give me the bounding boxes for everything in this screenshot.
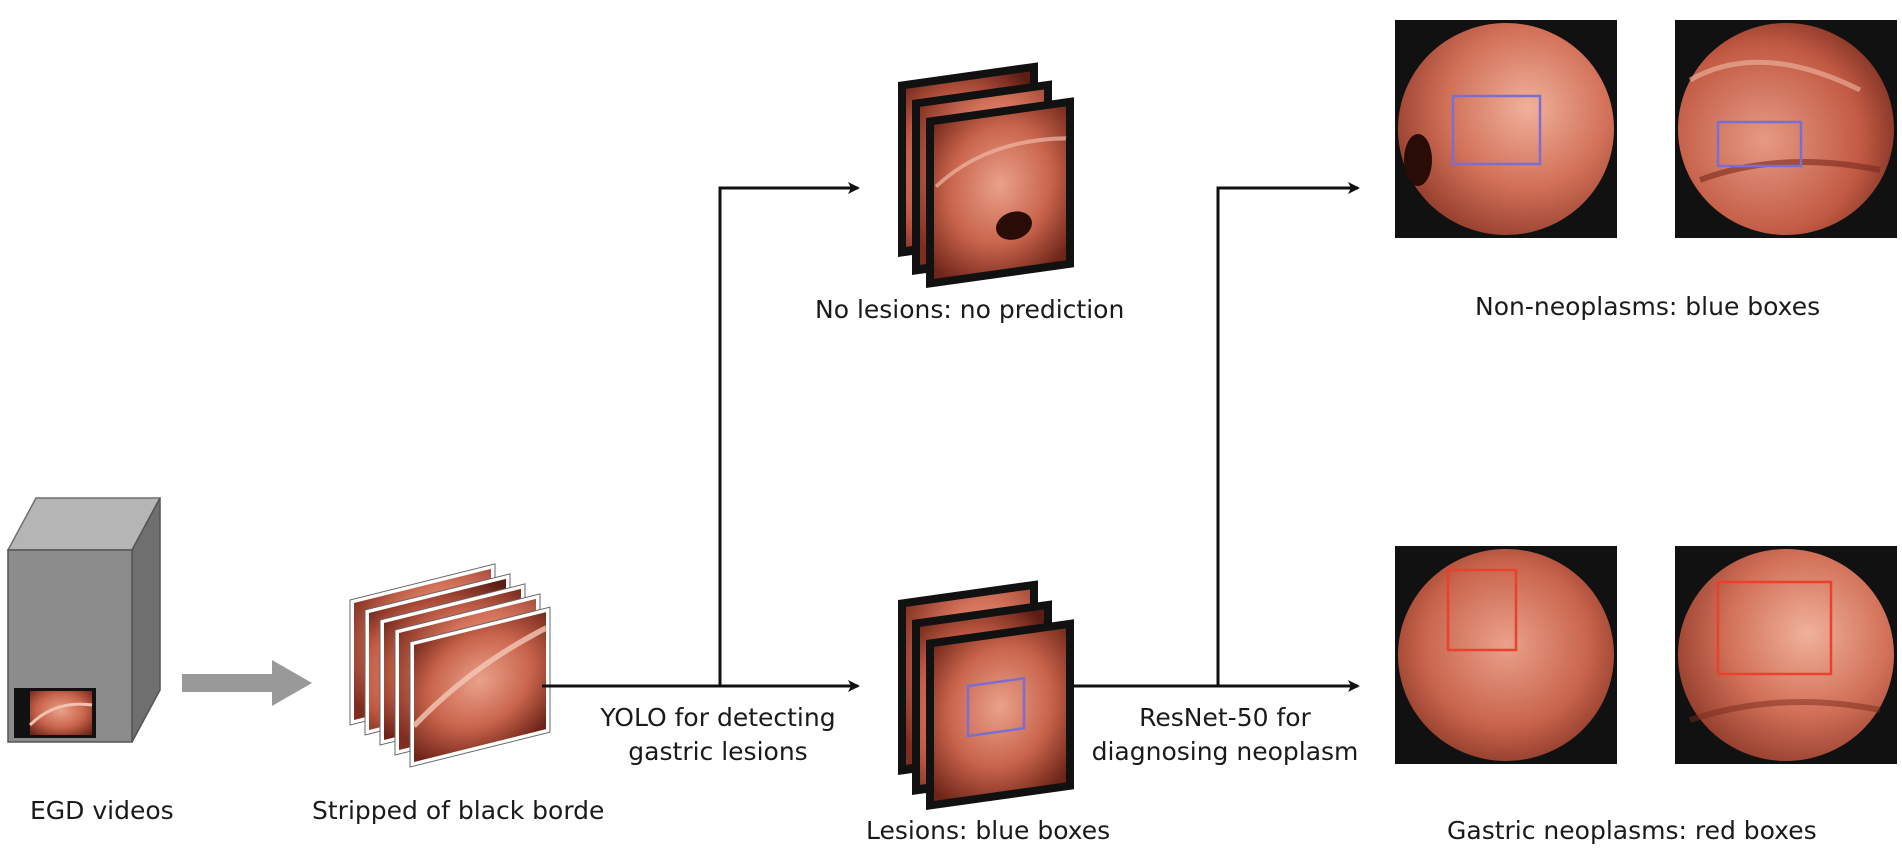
neoplasm-red-box-1 bbox=[1446, 568, 1518, 652]
yolo-label-line1: YOLO for detecting bbox=[600, 703, 836, 732]
stripped-label: Stripped of black borde bbox=[312, 796, 605, 825]
non-neoplasms-label: Non-neoplasms: blue boxes bbox=[1475, 292, 1821, 321]
flow-arrows bbox=[542, 182, 1360, 692]
yolo-label: YOLO for detecting gastric lesions bbox=[596, 701, 840, 769]
thick-right-arrow-icon bbox=[182, 660, 312, 706]
neoplasm-red-box-2 bbox=[1716, 580, 1833, 676]
non-neoplasm-blue-box-2 bbox=[1716, 120, 1803, 168]
egd-videos-label: EGD videos bbox=[30, 796, 174, 825]
resnet-label: ResNet-50 for diagnosing neoplasm bbox=[1080, 701, 1370, 769]
lesion-blue-box bbox=[966, 676, 1026, 738]
lesion-frames-stack bbox=[898, 580, 1074, 810]
gastric-neoplasm-image-1 bbox=[1395, 546, 1617, 764]
no-lesion-frames-stack bbox=[898, 62, 1074, 288]
resnet-label-line2: diagnosing neoplasm bbox=[1091, 737, 1359, 766]
resnet-label-line1: ResNet-50 for bbox=[1139, 703, 1311, 732]
stripped-frames-stack bbox=[349, 563, 551, 768]
non-neoplasm-image-1 bbox=[1395, 20, 1617, 238]
gastric-neoplasm-image-2 bbox=[1675, 546, 1897, 764]
non-neoplasm-blue-box-1 bbox=[1451, 94, 1542, 166]
gastric-neoplasms-label: Gastric neoplasms: red boxes bbox=[1447, 816, 1817, 845]
non-neoplasm-image-2 bbox=[1675, 20, 1897, 238]
lesions-label: Lesions: blue boxes bbox=[866, 816, 1111, 845]
video-camera-box-icon bbox=[6, 497, 162, 743]
no-lesions-label: No lesions: no prediction bbox=[815, 295, 1125, 324]
yolo-label-line2: gastric lesions bbox=[628, 737, 808, 766]
